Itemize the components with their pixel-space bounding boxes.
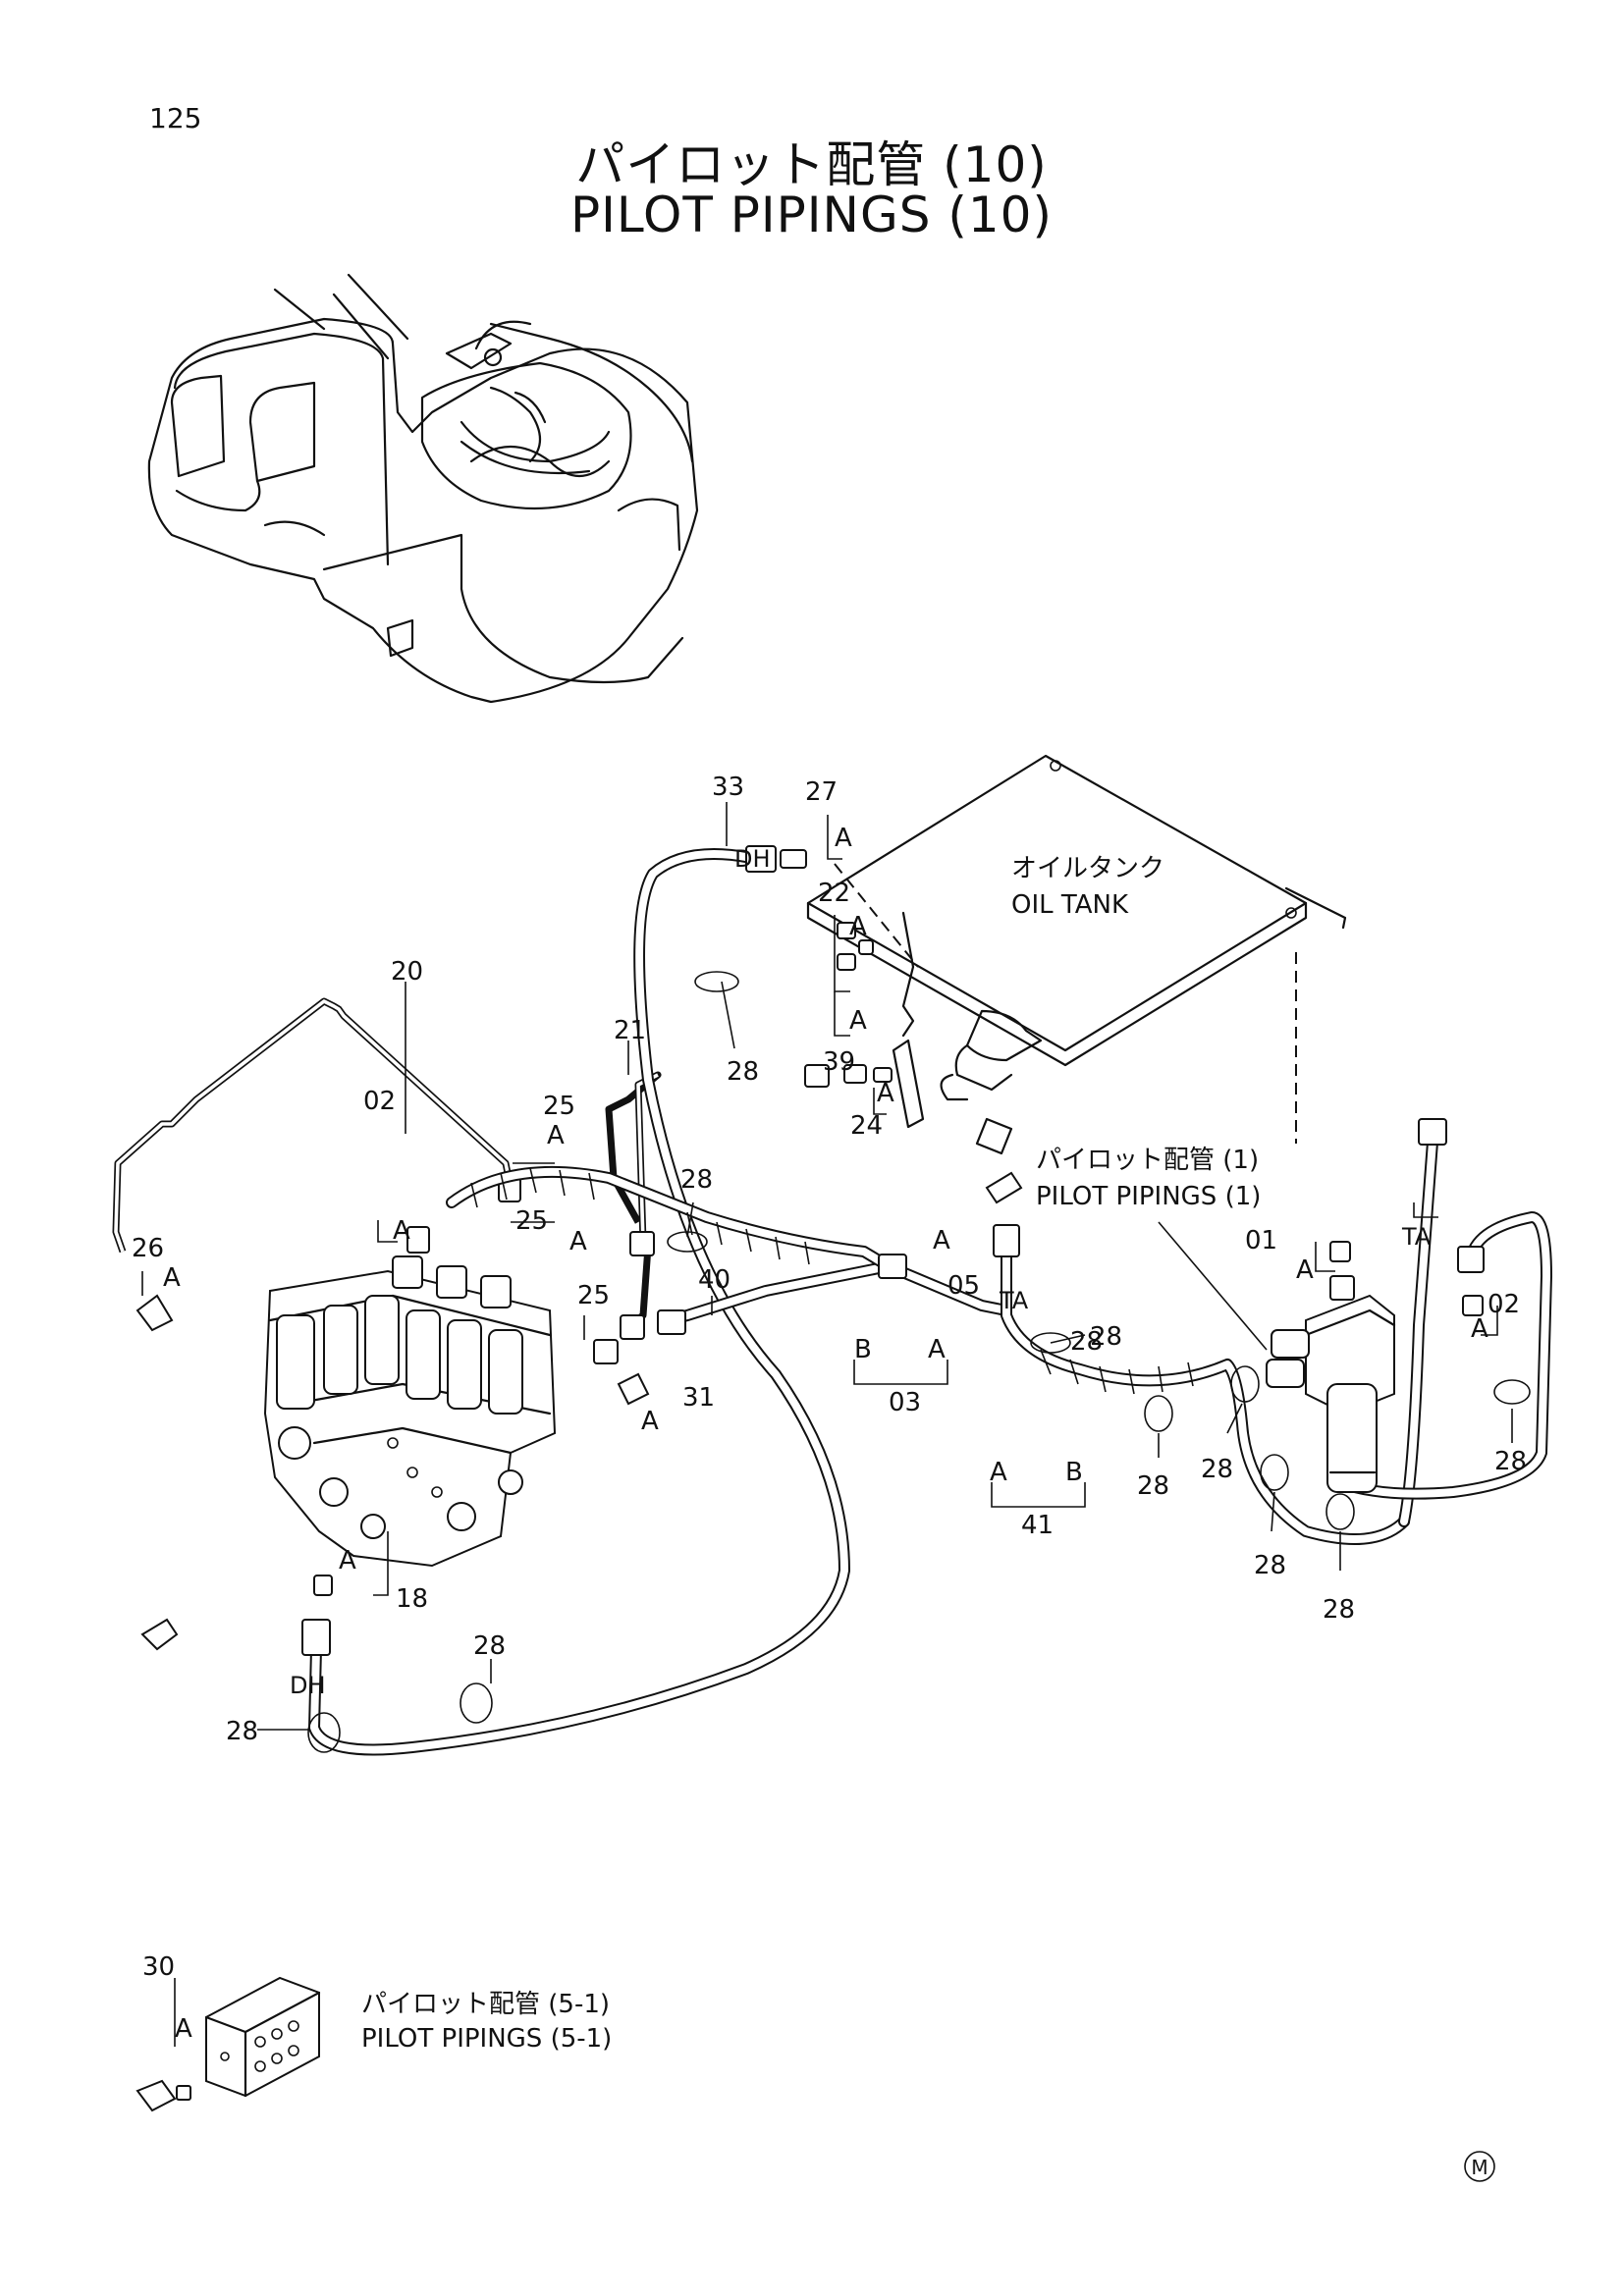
letter-a-39: A [849, 1006, 867, 1036]
letter-a-02-right: A [1471, 1314, 1488, 1344]
letter-a-22: A [849, 912, 867, 941]
pilot-block-5-1 [135, 1976, 321, 2112]
pilot-valve-unit [1266, 1275, 1396, 1493]
control-valve [263, 1255, 557, 1568]
letter-a-03: A [928, 1335, 946, 1364]
hose-03 [446, 1165, 1012, 1316]
ref-pilot-1-english: PILOT PIPINGS (1) [1036, 1182, 1261, 1211]
port-label-ta-right: TA [1401, 1223, 1432, 1251]
callout-33: 33 [712, 773, 744, 802]
group-letters: A A A A A A A A A A A A A B A A B A [163, 824, 1488, 2044]
oil-tank-label-japanese: オイルタンク [1011, 854, 1164, 883]
port-labels: DH DH TA TA [290, 845, 1432, 1699]
callout-28-right: 28 [1494, 1447, 1527, 1476]
ref-pilot-5-1-japanese: パイロット配管 (5-1) [361, 1990, 610, 2019]
page-title-english: PILOT PIPINGS (10) [570, 187, 1053, 243]
callout-39: 39 [823, 1047, 855, 1077]
letter-a-05: A [933, 1226, 950, 1255]
callout-01: 01 [1245, 1226, 1277, 1255]
port-label-dh-top: DH [734, 845, 771, 873]
letter-a-27: A [835, 824, 852, 853]
callout-numbers: 33 27 22 39 20 21 28 28 28 28 28 28 28 2… [132, 773, 1527, 1982]
leader-lines [141, 802, 1513, 2047]
mark-letter: M [1471, 2156, 1488, 2179]
callout-28-lower-d: 28 [1323, 1595, 1355, 1625]
letter-b-03: B [854, 1335, 872, 1364]
letter-b-41: B [1065, 1458, 1083, 1487]
port-label-ta-left: TA [999, 1287, 1029, 1314]
hose-right [1349, 1118, 1552, 1527]
callout-25-mid: 25 [515, 1206, 548, 1236]
callout-26: 26 [132, 1234, 164, 1263]
callout-40: 40 [698, 1265, 730, 1295]
callout-27: 27 [805, 777, 838, 807]
callout-41: 41 [1021, 1511, 1054, 1540]
page-number: 125 [149, 102, 202, 134]
callout-25-top: 25 [543, 1092, 575, 1121]
callout-05: 05 [947, 1271, 980, 1301]
callout-31: 31 [682, 1383, 715, 1413]
callout-24: 24 [850, 1111, 883, 1141]
hose-40 [657, 1260, 894, 1335]
clamps [307, 971, 1531, 1753]
callout-28-lower-b: 28 [1201, 1455, 1233, 1484]
callout-22: 22 [818, 879, 850, 908]
callout-18: 18 [396, 1584, 428, 1614]
circled-m-mark: M [1464, 2151, 1495, 2182]
callout-28-top: 28 [727, 1057, 759, 1087]
callout-28-mid: 28 [680, 1165, 713, 1195]
hose-41 [985, 1171, 1410, 1545]
letter-a-18: A [339, 1546, 356, 1575]
callout-03: 03 [889, 1388, 921, 1417]
ref-pilot-1-japanese: パイロット配管 (1) [1036, 1146, 1259, 1175]
oil-tank [806, 754, 1347, 1155]
letter-a-41: A [990, 1458, 1007, 1487]
callout-28-lower-a: 28 [1137, 1471, 1169, 1501]
hose-33 [301, 845, 850, 1756]
letter-a-24: A [877, 1079, 894, 1108]
port-label-dh-bottom: DH [290, 1672, 326, 1699]
letter-a-01: A [1296, 1255, 1314, 1285]
callout-28-lower-c: 28 [1254, 1551, 1286, 1580]
letter-a-02: A [393, 1216, 410, 1246]
callout-02-left: 02 [363, 1087, 396, 1116]
letter-a-25-top: A [547, 1121, 565, 1150]
letter-a-25-mid: A [569, 1227, 587, 1256]
callout-28-hose: 28 [1090, 1322, 1122, 1352]
letter-a-31: A [641, 1407, 659, 1436]
excavator-overview-illustration [147, 273, 699, 704]
callout-20: 20 [391, 957, 423, 987]
callout-28-bottom: 28 [473, 1631, 506, 1661]
ref-pilot-5-1-english: PILOT PIPINGS (5-1) [361, 2024, 612, 2054]
pilot-pipe-20 [112, 997, 521, 1254]
fittings [135, 922, 1484, 1651]
callout-30: 30 [142, 1952, 175, 1982]
callout-28-left: 28 [226, 1717, 258, 1746]
callout-02-right: 02 [1488, 1290, 1520, 1319]
callout-25-low: 25 [577, 1281, 610, 1310]
oil-tank-label-english: OIL TANK [1011, 890, 1129, 920]
letter-a-26: A [163, 1263, 181, 1293]
callout-28-extra: 28 [1070, 1327, 1103, 1357]
page-title-japanese: パイロット配管 (10) [575, 136, 1048, 193]
callout-21: 21 [614, 1016, 646, 1045]
letter-a-30: A [175, 2014, 192, 2044]
